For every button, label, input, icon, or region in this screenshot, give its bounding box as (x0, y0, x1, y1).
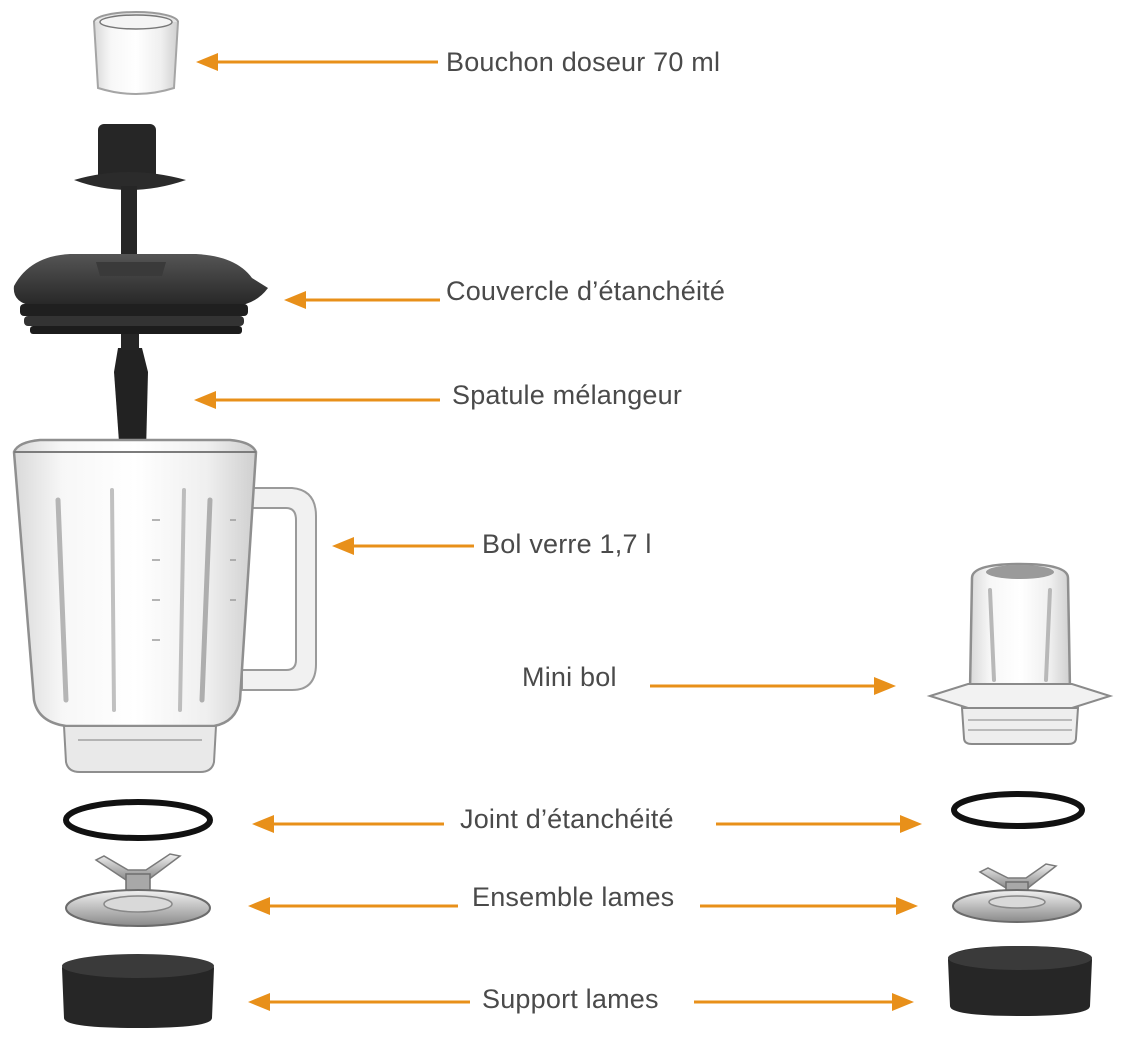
label-couvercle: Couvercle d’étanchéité (446, 276, 725, 306)
mixing-spatula (74, 124, 186, 456)
label-bol-verre: Bol verre 1,7 l (482, 529, 652, 559)
sealing-lid (13, 254, 269, 350)
measuring-cap (93, 11, 179, 95)
label-bouchon-doseur: Bouchon doseur 70 ml (446, 47, 720, 77)
label-joint: Joint d’étanchéité (460, 804, 674, 834)
blade-support-left (62, 954, 214, 1028)
mini-bowl (926, 562, 1114, 745)
callout-arrows (194, 53, 922, 1011)
label-support-lames: Support lames (482, 984, 659, 1014)
glass-jug (12, 438, 317, 773)
blade-assembly-left (65, 853, 211, 927)
blade-support-right (948, 946, 1092, 1016)
label-spatule: Spatule mélangeur (452, 380, 682, 410)
label-mini-bol: Mini bol (522, 662, 617, 692)
seal-ring-left (63, 799, 213, 841)
blade-assembly-right (952, 863, 1082, 923)
seal-ring-right (951, 791, 1085, 829)
label-ensemble-lames: Ensemble lames (472, 882, 674, 912)
